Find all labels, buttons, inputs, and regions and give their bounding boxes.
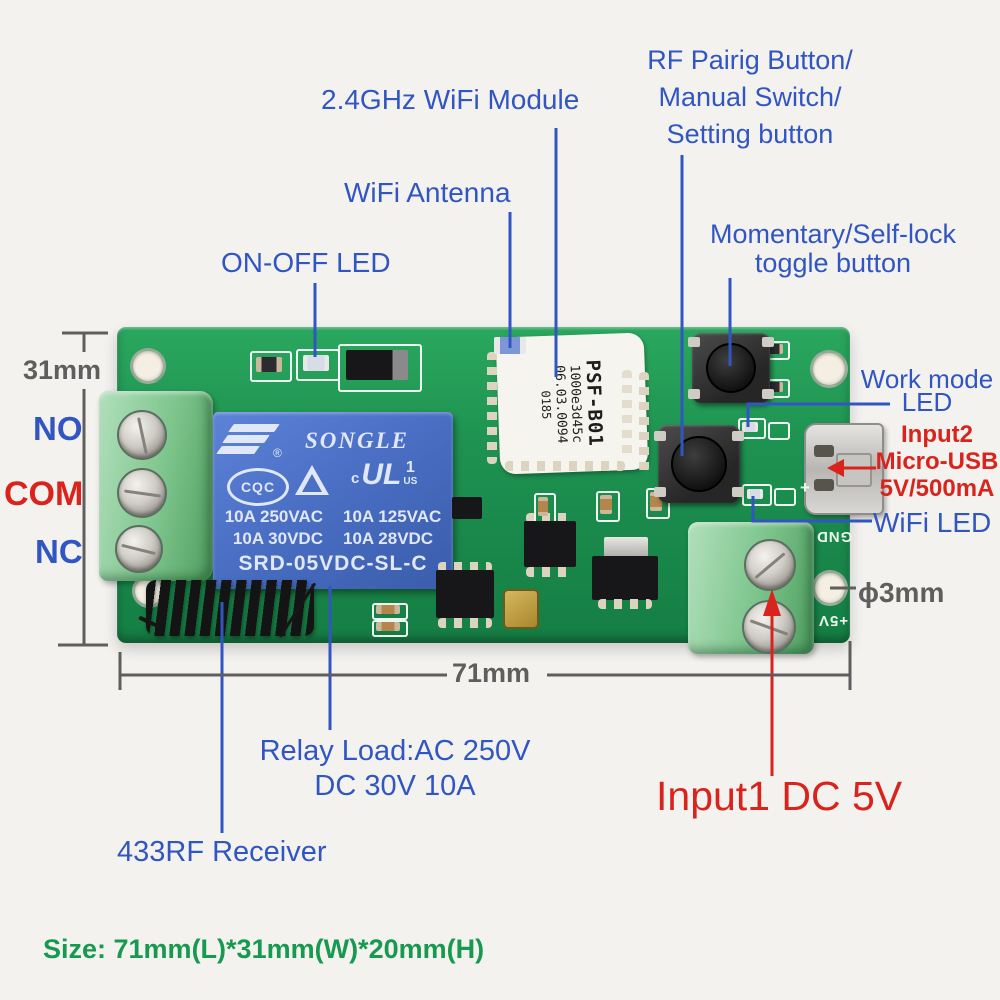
on-off-led-label: ON-OFF LED: [221, 247, 391, 278]
cqc-mark: CQC: [227, 468, 289, 506]
terminal-screw-com: [117, 468, 167, 518]
rf-pairing-label: RF Pairig Button/ Manual Switch/ Setting…: [647, 45, 853, 149]
smd-diode: [338, 344, 422, 392]
terminal-screw-gnd: [742, 600, 796, 654]
terminal-nc-label: NC: [35, 533, 83, 570]
voltage-regulator: [592, 556, 658, 600]
crystal-oscillator: [503, 589, 539, 629]
gnd-silk: GND: [816, 528, 853, 545]
hole-dim-label: ϕ3mm: [858, 577, 945, 608]
width-dim-label: 71mm: [452, 658, 531, 688]
module-pins-right: [639, 372, 649, 472]
size-caption: Size: 71mm(L)*31mm(W)*20mm(H): [43, 934, 485, 964]
plus5v-silk: +5V: [818, 612, 849, 629]
terminal-no-label: NO: [33, 410, 83, 447]
relay-brand: SONGLE: [305, 428, 410, 453]
wifi-module-label-text: 2.4GHz WiFi Module: [321, 84, 580, 115]
terminal-com-label: COM: [4, 475, 84, 513]
via-column: [622, 370, 632, 460]
smd-pads: [250, 351, 292, 382]
cert-triangle-icon: [295, 465, 329, 495]
momentary-toggle-button: [688, 333, 774, 403]
relay-load-label: Relay Load:AC 250V DC 30V 10A: [259, 735, 531, 802]
height-dim-label: 31mm: [23, 355, 102, 385]
wifi-antenna-label: WiFi Antenna: [344, 177, 511, 208]
relay-model: SRD-05VDC-SL-C: [238, 552, 428, 575]
rf-receiver-label: 433RF Receiver: [117, 836, 327, 868]
mounting-hole-bottom-right: [812, 570, 848, 606]
module-pins-left: [487, 352, 497, 464]
registered-mark: ®: [273, 446, 282, 460]
smd-ic: [524, 521, 576, 567]
coil-antenna: [146, 580, 314, 636]
input1-label: Input1 DC 5V: [656, 773, 903, 819]
rf-pairing-button: [654, 425, 744, 503]
module-pins-bottom: [505, 461, 625, 471]
input2-label: Input2 Micro-USB 5V/500mA: [875, 421, 999, 502]
plus-silk: +: [800, 478, 810, 497]
work-mode-led-label: Work mode LED: [860, 364, 994, 417]
wifi-led-label: WiFi LED: [873, 507, 992, 538]
terminal-screw-nc: [115, 525, 163, 573]
terminal-screw-no: [117, 410, 167, 460]
module-led: [494, 337, 526, 354]
wifi-module-label: PSF-B01 1000e3d45c 06.03.0094 0185: [538, 358, 607, 447]
momentary-label: Momentary/Self-lock toggle button: [709, 219, 957, 278]
terminal-screw-5v: [744, 539, 796, 591]
smd-ic: [436, 570, 494, 618]
mounting-hole-top-left: [130, 348, 166, 384]
mounting-hole-top-right: [810, 350, 848, 388]
songle-logo: [228, 424, 280, 432]
smd-transistor: [452, 497, 482, 519]
